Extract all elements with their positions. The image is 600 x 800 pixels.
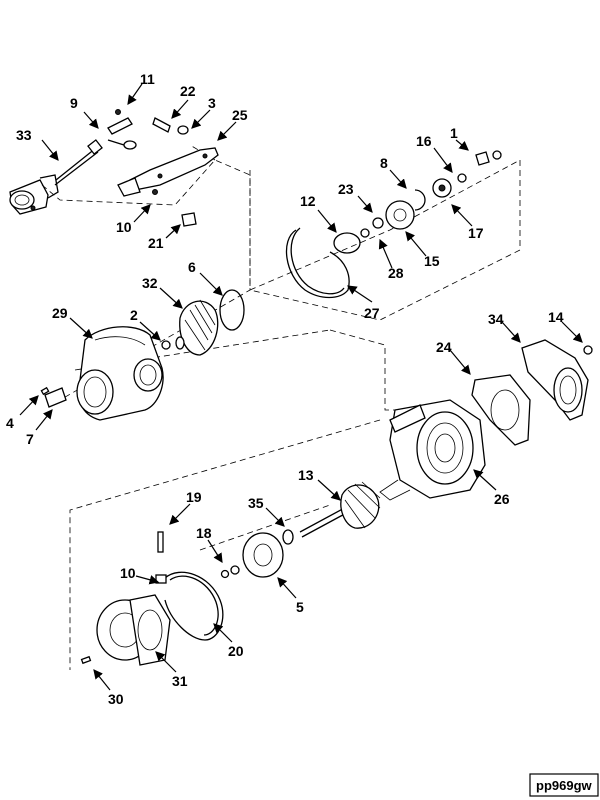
outlet-housing-part [80, 594, 171, 666]
label-1: 1 [450, 125, 458, 141]
label-25: 25 [232, 107, 248, 123]
label-2: 2 [130, 307, 138, 323]
clip-part [40, 386, 67, 408]
label-30: 30 [108, 691, 124, 707]
compressor-housing-part [76, 326, 164, 421]
label-35: 35 [248, 495, 264, 511]
gasket-parts [471, 339, 593, 446]
label-33: 33 [16, 127, 32, 143]
label-3: 3 [208, 95, 216, 111]
label-15: 15 [424, 253, 440, 269]
label-8: 8 [380, 155, 388, 171]
label-22: 22 [180, 83, 196, 99]
label-18: 18 [196, 525, 212, 541]
compressor-wheel-part [161, 289, 245, 356]
figure-code-box: pp969gw [529, 773, 599, 797]
label-16: 16 [416, 133, 432, 149]
label-7: 7 [26, 431, 34, 447]
label-28: 28 [388, 265, 404, 281]
label-34: 34 [488, 311, 504, 327]
label-23: 23 [338, 181, 354, 197]
label-12: 12 [300, 193, 316, 209]
shaft-wheel-part [282, 481, 381, 545]
bracket-part [117, 147, 219, 227]
label-17: 17 [468, 225, 484, 241]
label-10-top: 10 [116, 219, 132, 235]
label-5: 5 [296, 599, 304, 615]
label-20: 20 [228, 643, 244, 659]
label-10-bottom: 10 [120, 565, 136, 581]
label-19: 19 [186, 489, 202, 505]
label-9: 9 [70, 95, 78, 111]
oil-seal-parts [285, 150, 502, 299]
label-14: 14 [548, 309, 564, 325]
leader-arrows [19, 83, 583, 691]
label-21: 21 [148, 235, 164, 251]
label-13: 13 [298, 467, 314, 483]
turbine-housing-part [379, 399, 486, 501]
label-31: 31 [172, 673, 188, 689]
label-24: 24 [436, 339, 452, 355]
backplate-part [157, 531, 284, 579]
label-32: 32 [142, 275, 158, 291]
label-26: 26 [494, 491, 510, 507]
label-29: 29 [52, 305, 68, 321]
actuator-part [9, 139, 103, 215]
figure-code: pp969gw [536, 778, 593, 793]
callout-labels: 33 9 11 22 3 25 10 21 1 16 8 23 12 17 15… [6, 71, 564, 707]
label-11: 11 [140, 71, 155, 87]
label-4: 4 [6, 415, 14, 431]
rod-end-part [107, 109, 189, 150]
label-6: 6 [188, 259, 196, 275]
label-27: 27 [364, 305, 380, 321]
